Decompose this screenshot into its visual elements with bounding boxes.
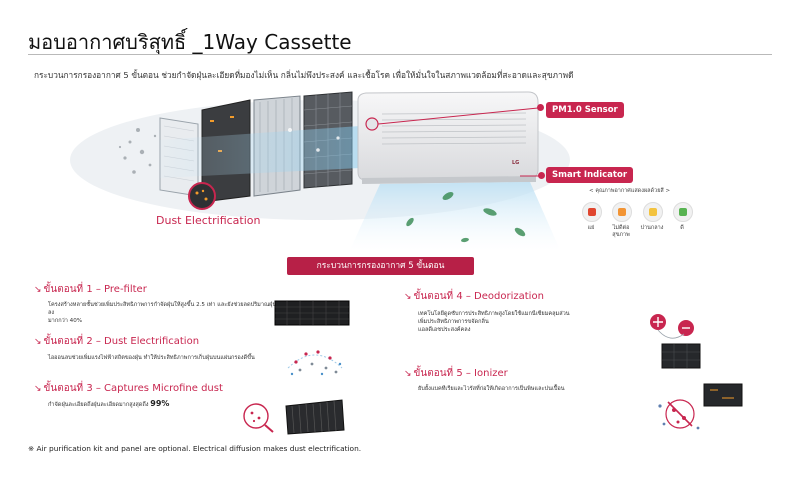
step-desc-line: ไอออนลบช่วยเพิ่มแรงไฟฟ้าสถิตของฝุ่น ทำให… (48, 355, 255, 361)
indicator-swatch (588, 208, 596, 216)
dust-particles (118, 128, 157, 174)
dust-electrification-label: Dust Electrification (156, 214, 261, 227)
step-arrow-icon: ↘ (404, 369, 412, 379)
step-3-heading: ↘ขั้นตอนที่ 3 – Captures Microfine dust (34, 381, 223, 396)
indicator-swatch (649, 208, 657, 216)
pm-sensor-window (365, 117, 379, 131)
step-desc-line: ยับยั้งแบคทีเรียและไวรัสที่ก่อให้เกิดอาก… (418, 386, 565, 392)
indoor-unit-body (357, 91, 539, 181)
step-5-description: ยับยั้งแบคทีเรียและไวรัสที่ก่อให้เกิดอาก… (418, 385, 638, 393)
dust-electrification-magnifier (188, 182, 216, 210)
step-5-heading: ↘ขั้นตอนที่ 5 – Ionizer (404, 366, 508, 381)
step-arrow-icon: ↘ (34, 337, 42, 347)
indicator-label-poor: แย่ (587, 225, 595, 231)
step-3-description: กำจัดฝุ่นละเอียดถึงฝุ่นละเอียดมากสูงสุดถ… (48, 400, 248, 409)
page-subtitle: กระบวนการกรองอากาศ 5 ขั้นตอน ช่วยกำจัดฝุ… (34, 70, 574, 80)
page-title: มอบอากาศบริสุทธิ์ _1Way Cassette (28, 30, 352, 54)
step-desc-line: แอลดีเอชประสงค์คลง (418, 327, 471, 333)
step-4-heading: ↘ขั้นตอนที่ 4 – Deodorization (404, 289, 544, 304)
product-illustration (70, 91, 570, 250)
pm-sensor-callout: PM1.0 Sensor (546, 102, 624, 118)
step-desc-line: มากกว่า 40% (48, 318, 83, 324)
five-step-banner: กระบวนการกรองอากาศ 5 ขั้นตอน (287, 257, 474, 275)
step-heading-text: ขั้นตอนที่ 2 – Dust Electrification (43, 336, 200, 347)
smart-indicator-callout: Smart Indicator (546, 167, 634, 183)
indicator-unhealthy (612, 202, 632, 222)
step-arrow-icon: ↘ (404, 292, 412, 302)
step-1-description: โครงสร้างหลายชั้นช่วยเพิ่มประสิทธิภาพการ… (48, 301, 278, 325)
downward-airflow (350, 182, 560, 250)
title-divider (28, 54, 772, 55)
air-quality-legend-caption: < คุณภาพอากาศแสดงผลด้วยสี > (589, 188, 671, 194)
indicator-poor (582, 202, 602, 222)
indicator-moderate (643, 202, 663, 222)
microfine-dust-magnifier (243, 403, 274, 433)
step-arrow-icon: ↘ (34, 384, 42, 394)
pre-filter-image (274, 300, 350, 326)
step-desc-line: เพิ่มประสิทธิภาพการขจัดกลิ่น (418, 319, 489, 325)
step-4-description: เทคโนโลยีดูดซับการประสิทธิภาพสูงโดยใช้แม… (418, 310, 618, 334)
step-heading-text: ขั้นตอนที่ 4 – Deodorization (413, 291, 544, 302)
clean-airflow (160, 126, 360, 178)
step-heading-text: ขั้นตอนที่ 5 – Ionizer (413, 368, 508, 379)
step-2-heading: ↘ขั้นตอนที่ 2 – Dust Electrification (34, 334, 199, 349)
lg-logo: LG (512, 160, 520, 166)
step-desc-line: โครงสร้างหลายชั้นช่วยเพิ่มประสิทธิภาพการ… (48, 302, 277, 316)
step-heading-text: ขั้นตอนที่ 1 – Pre-filter (43, 284, 147, 295)
indicator-swatch (618, 208, 626, 216)
footnote: ※ Air purification kit and panel are opt… (28, 444, 362, 453)
pm-sensor-dot (537, 104, 544, 111)
step-desc-line: เทคโนโลยีดูดซับการประสิทธิภาพสูงโดยใช้แม… (418, 311, 570, 317)
dust-electrification-image (287, 350, 343, 376)
step-1-heading: ↘ขั้นตอนที่ 1 – Pre-filter (34, 282, 147, 297)
microfine-filter-image (285, 399, 345, 435)
indicator-label-good: ดี (680, 225, 684, 231)
indicator-label-unhealthy: ไม่ดีต่อสุขภาพ (612, 225, 630, 238)
indicator-good (673, 202, 693, 222)
capture-percentage: 99% (150, 399, 170, 408)
deodorization-image (650, 314, 701, 369)
smart-indicator-dot (538, 172, 545, 179)
step-arrow-icon: ↘ (34, 285, 42, 295)
step-desc-line: กำจัดฝุ่นละเอียดถึงฝุ่นละเอียดมากสูงสุดถ… (48, 402, 149, 408)
step-2-description: ไอออนลบช่วยเพิ่มแรงไฟฟ้าสถิตของฝุ่น ทำให… (48, 354, 278, 362)
indicator-label-moderate: ปานกลาง (640, 225, 664, 231)
ionizer-image (658, 383, 743, 430)
step-heading-text: ขั้นตอนที่ 3 – Captures Microfine dust (43, 383, 223, 394)
indicator-swatch (679, 208, 687, 216)
leaf-decorations (406, 192, 526, 243)
